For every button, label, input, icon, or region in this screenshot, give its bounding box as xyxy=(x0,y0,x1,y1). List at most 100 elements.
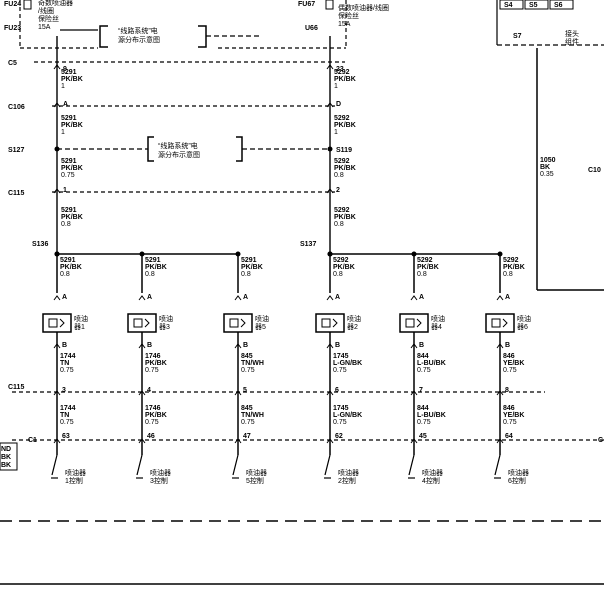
pin-arrow xyxy=(496,390,504,396)
splice-tap xyxy=(411,251,417,257)
injector-coil-icon xyxy=(229,318,239,328)
pin-b-label: B xyxy=(62,342,67,349)
splice-s127 xyxy=(54,146,60,152)
injector-in-wire-gauge: 0.8 xyxy=(241,271,251,278)
splice-s136-label: S136 xyxy=(32,241,48,248)
pin-arrow xyxy=(138,343,146,349)
injector-in-wire-number: 5291 xyxy=(241,257,257,264)
injector-in-wire-color: PK/BK xyxy=(333,264,355,271)
injector-in-wire-color: PK/BK xyxy=(145,264,167,271)
fuse-right-text: 保险丝 xyxy=(338,11,359,20)
fuse-icon-left xyxy=(23,0,32,10)
trunk-right-wire-gauge: 1 xyxy=(334,83,338,90)
pin-c115-label: 6 xyxy=(335,387,339,394)
edge-box xyxy=(0,442,18,471)
splice-s7-label: S7 xyxy=(513,33,522,40)
module-wire-label-gauge: 0.35 xyxy=(540,171,554,178)
trunk-right-wire-number: 5292 xyxy=(334,158,350,165)
splice-dist-note: 源分布示意图 xyxy=(158,150,200,159)
pin-arrow xyxy=(326,64,334,70)
splice-s119-label: S119 xyxy=(336,147,352,154)
injector-name: 喷油 xyxy=(74,314,88,323)
injector-control-label: 喷油器 xyxy=(508,468,529,477)
injector-control-label: 2控制 xyxy=(338,476,356,485)
pin-a-label: A xyxy=(147,294,152,301)
trunk-left-wire-gauge: 1 xyxy=(61,129,65,136)
edge-label: ND xyxy=(1,446,11,453)
pin-c1-label: 63 xyxy=(62,433,70,440)
pin-b-label: B xyxy=(419,342,424,349)
injector-control-label: 5控制 xyxy=(246,476,264,485)
injector-control-label: 喷油器 xyxy=(422,468,443,477)
injector-c1-wire-color: PK/BK xyxy=(145,412,167,419)
injector-c1-wire-gauge: 0.75 xyxy=(503,419,517,426)
injector-name: 器1 xyxy=(74,323,85,331)
switch-icon xyxy=(136,454,143,476)
injector-c1-wire-color: YE/BK xyxy=(503,412,524,419)
static-lines xyxy=(0,0,604,585)
pin-arrow xyxy=(138,438,146,444)
injector-name: 器5 xyxy=(255,323,266,331)
pin-arrow xyxy=(138,390,146,396)
injector-out-wire-color: TN xyxy=(60,360,69,367)
trunk-left-wire-gauge: 1 xyxy=(61,83,65,90)
pin-arrow xyxy=(53,295,61,301)
fuse-left-text: 奇数喷油器 xyxy=(38,0,73,7)
pin-arrow xyxy=(53,64,61,70)
trunk-right-wire-number: 5292 xyxy=(334,115,350,122)
pin-arrow xyxy=(410,438,418,444)
splice-box xyxy=(524,0,549,10)
switch-icon xyxy=(408,454,415,476)
pin-arrow xyxy=(410,390,418,396)
module-wire-label-number: 1050 xyxy=(540,157,556,164)
injector-c1-wire-number: 846 xyxy=(503,405,515,412)
fuse-name-left: FU24 xyxy=(4,1,21,8)
injector-out-wire-number: 844 xyxy=(417,353,429,360)
fuse-icon-right xyxy=(325,0,334,10)
injector-out-wire-color: TN/WH xyxy=(241,360,264,367)
pin-arrow xyxy=(496,295,504,301)
trunk-left-wire-number: 5291 xyxy=(61,115,77,122)
connector-c5-label: C5 xyxy=(8,60,17,67)
injector-c1-wire-number: 1746 xyxy=(145,405,161,412)
splice-tap xyxy=(327,251,333,257)
pin-b-label: B xyxy=(335,342,340,349)
trunk-left-wire-number: 5291 xyxy=(61,69,77,76)
trunk-left-wire-gauge: 0.75 xyxy=(61,172,75,179)
fuse-lower-name-left: FU23 xyxy=(4,25,21,32)
pin-a-label: A xyxy=(335,294,340,301)
pin-arrow xyxy=(326,188,334,194)
splice-box xyxy=(549,0,574,10)
pin-label: A xyxy=(63,101,68,108)
pin-a-label: A xyxy=(419,294,424,301)
trunk-right-wire-gauge: 1 xyxy=(334,129,338,136)
pin-c1-label: 45 xyxy=(419,433,427,440)
injector-c1-wire-number: 1744 xyxy=(60,405,76,412)
fuse-left-text: /线圈 xyxy=(38,6,54,15)
injector-valve-icon xyxy=(144,318,150,328)
injector-in-wire-gauge: 0.8 xyxy=(503,271,513,278)
injector-control-label: 喷油器 xyxy=(246,468,267,477)
injector-in-wire-gauge: 0.8 xyxy=(145,271,155,278)
splice-tap xyxy=(54,251,60,257)
pin-b-label: B xyxy=(147,342,152,349)
module-wire-label-color: BK xyxy=(540,164,550,171)
injector-in-wire-gauge: 0.8 xyxy=(60,271,70,278)
injector-in-wire-number: 5292 xyxy=(333,257,349,264)
splice-s137-label: S137 xyxy=(300,241,316,248)
injector-coil-icon xyxy=(405,318,415,328)
injector-c1-wire-gauge: 0.75 xyxy=(333,419,347,426)
injector-in-wire-number: 5292 xyxy=(417,257,433,264)
trunk-right-wire-gauge: 0.8 xyxy=(334,221,344,228)
injector-name: 喷油 xyxy=(431,314,445,323)
injector-out-wire-gauge: 0.75 xyxy=(60,367,74,374)
fuse-right-text: 15A xyxy=(338,21,351,28)
pin-arrow xyxy=(138,295,146,301)
injector-in-wire-gauge: 0.8 xyxy=(417,271,427,278)
fuse-name-right: FU67 xyxy=(298,1,315,8)
switch-icon xyxy=(494,454,501,476)
trunk-left-wire-number: 5291 xyxy=(61,158,77,165)
injector-control-label: 6控制 xyxy=(508,476,526,485)
pin-arrow xyxy=(234,295,242,301)
